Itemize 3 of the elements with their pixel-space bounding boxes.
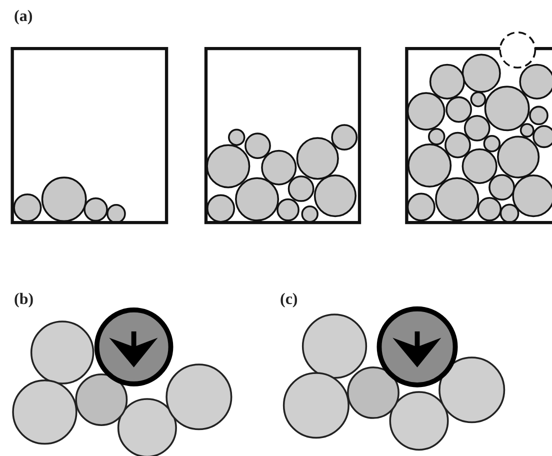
panel-label: (b)	[14, 291, 34, 309]
panel-label: (a)	[14, 8, 33, 26]
panel-label: (c)	[280, 291, 298, 309]
